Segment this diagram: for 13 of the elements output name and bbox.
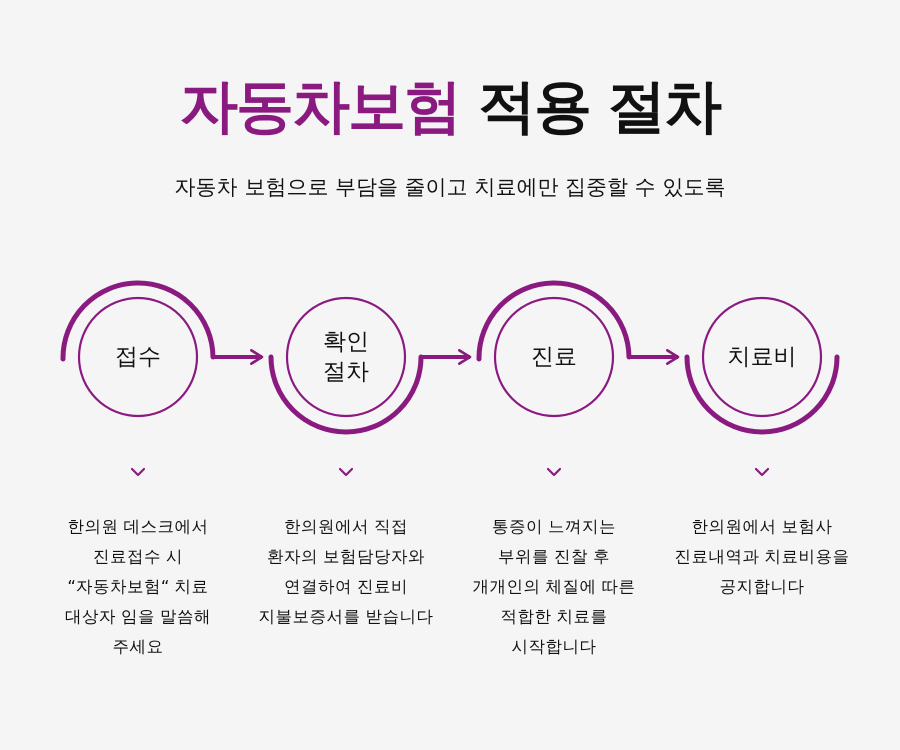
arrow <box>213 349 264 365</box>
step-description: 한의원에서 보험사 진료내역과 치료비용을 공지합니다 <box>673 516 851 598</box>
step-label: 확인 절차 <box>322 328 370 387</box>
arrow <box>629 349 680 365</box>
step-label: 접수 <box>115 343 161 372</box>
step-description: 통증이 느껴지는 부위를 진찰 후 개개인의 체질에 따른 적합한 치료를 시작합니다 <box>471 516 637 658</box>
subtitle: 자동차 보험으로 부담을 줄이고 치료에만 집중할 수 있도록 <box>174 174 726 201</box>
step-description: 한의원 데스크에서 진료접수 시 “자동차보험“ 치료 대상자 임을 말씀해 주세요 <box>64 516 212 658</box>
step-description: 한의원에서 직접 환자의 보험담당자와 연결하여 진료비 지불보증서를 받습니다 <box>257 516 435 628</box>
title: 자동차보험 적용 절차 <box>178 71 722 142</box>
arrow <box>421 349 472 365</box>
step-label: 치료비 <box>728 343 796 372</box>
step-label: 진료 <box>531 343 577 372</box>
